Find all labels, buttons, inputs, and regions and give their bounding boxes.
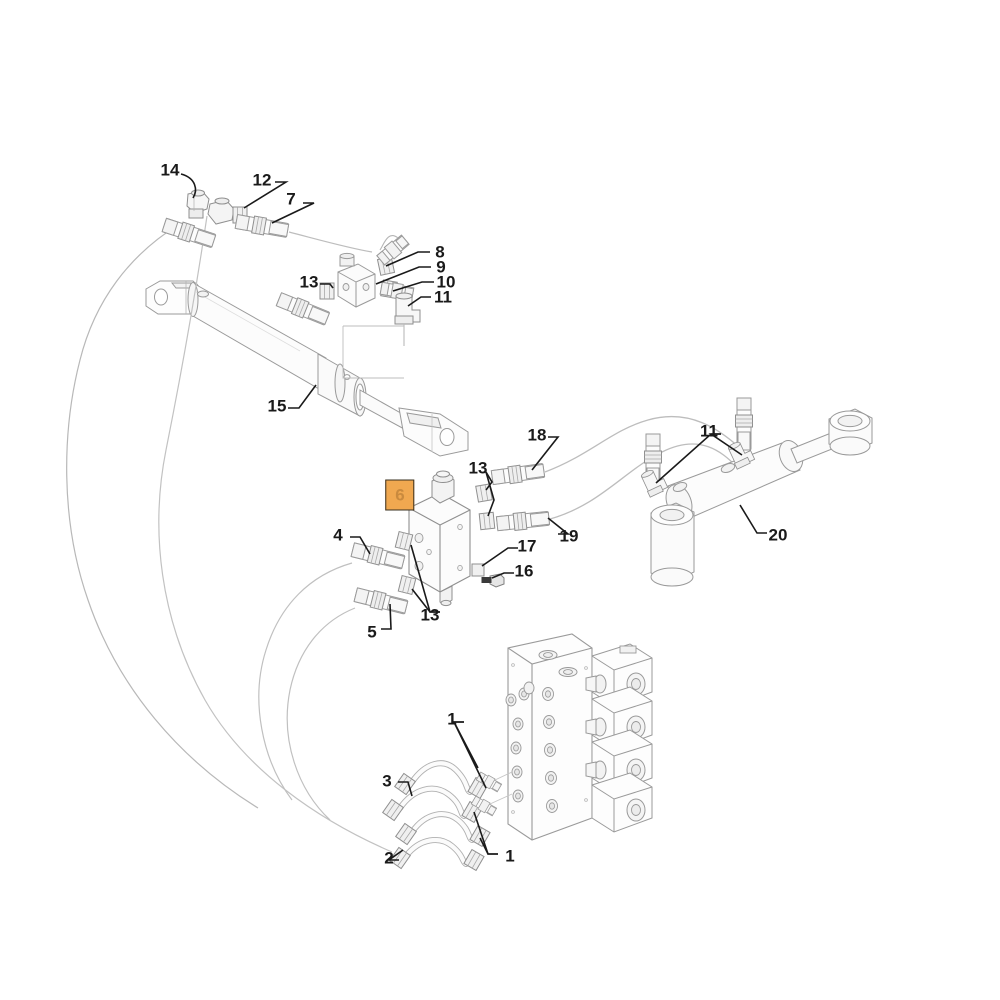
callout-label-7: 7: [286, 189, 296, 209]
callout-label-9: 9: [436, 257, 446, 277]
callout-label-12: 12: [252, 170, 272, 190]
callout-label-19: 19: [559, 526, 579, 546]
callout-label-1b: 1: [505, 846, 515, 866]
callout-label-1a: 1: [447, 709, 457, 729]
callout-label-13c: 13: [420, 605, 440, 625]
leader-lines: [180, 173, 767, 861]
callout-label-18: 18: [527, 425, 547, 445]
callout-label-14: 14: [160, 160, 180, 180]
callout-label-13a: 13: [299, 272, 319, 292]
callout-label-10: 10: [436, 272, 456, 292]
callout-label-16: 16: [514, 561, 534, 581]
lower-hose-assemblies: [382, 760, 513, 871]
top-fitting-cluster: [66, 189, 393, 853]
callout-label-3: 3: [382, 771, 392, 791]
callout-label-20: 20: [768, 525, 788, 545]
callout-label-11a: 11: [434, 287, 452, 307]
callout-label-6-highlighted[interactable]: 6: [385, 479, 415, 511]
callout-label-11b: 11: [700, 421, 718, 441]
callout-label-13b: 13: [468, 458, 488, 478]
callout-label-4: 4: [333, 525, 343, 545]
valve-block: [258, 461, 551, 821]
callout-label-2: 2: [384, 848, 394, 868]
hoses-to-steering-cylinder: [544, 397, 753, 520]
control-valve-bank: [505, 633, 653, 841]
callout-label-15: 15: [267, 396, 287, 416]
tee-block-assembly: [275, 233, 421, 379]
callout-label-8: 8: [435, 242, 445, 262]
steering-cylinder-right: [639, 408, 873, 587]
callout-label-17: 17: [517, 536, 537, 556]
callout-label-5: 5: [367, 622, 377, 642]
